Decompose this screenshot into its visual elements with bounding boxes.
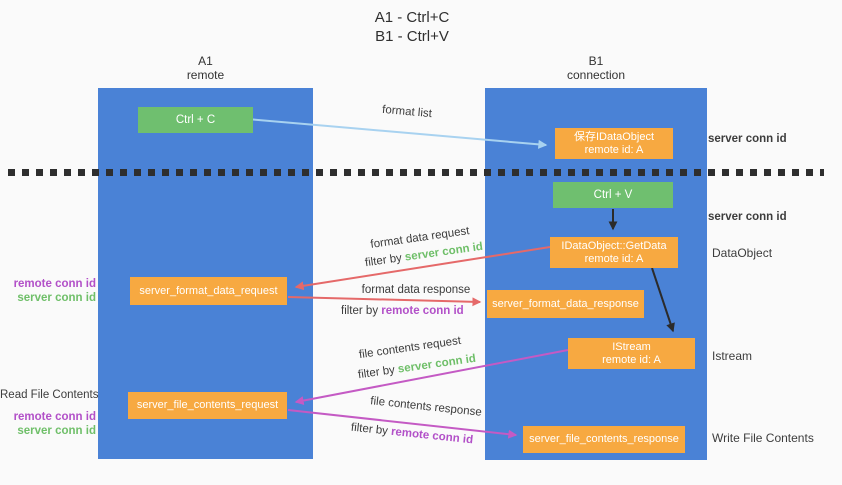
arrow-format-data-response [287, 296, 482, 307]
lane-header-b1: B1 connection [485, 54, 707, 82]
node-server-file-contents-request: server_file_contents_request [128, 392, 287, 419]
edge-label-format-data-response: format data response [361, 284, 471, 296]
left-conn-id-pair-1: remote conn id server conn id [0, 277, 96, 305]
left-label-server-conn-id-2: server conn id [17, 425, 96, 437]
node-save-idataobject: 保存IDataObject remote id: A [555, 128, 673, 159]
right-label-server-conn-id-mid: server conn id [708, 211, 787, 223]
filter-prefix: filter by [357, 363, 399, 382]
node-ctrl-c: Ctrl + C [138, 107, 253, 133]
node-server-format-data-request: server_format_data_request [130, 277, 287, 305]
left-conn-id-pair-2: remote conn id server conn id [0, 410, 96, 438]
right-label-dataobject: DataObject [712, 246, 773, 260]
node-file-response-label: server_file_contents_response [529, 433, 679, 445]
left-label-remote-conn-id-2: remote conn id [13, 411, 96, 423]
edge-label-format-list: format list [381, 103, 433, 121]
server-conn-id-text: server conn id [397, 352, 477, 376]
remote-conn-id-text: remote conn id [390, 425, 474, 447]
edge-label-filter-by-remote-1: filter by remote conn id [341, 305, 464, 317]
node-server-file-contents-response: server_file_contents_response [523, 426, 685, 453]
right-label-write-file-contents: Write File Contents [712, 431, 814, 445]
left-label-remote-conn-id-1: remote conn id [13, 278, 96, 290]
right-label-istream: Istream [712, 349, 753, 363]
lane-a1-role: remote [186, 68, 225, 82]
lane-b1-role: connection [566, 68, 626, 82]
title-line-1: A1 - Ctrl+C [374, 9, 450, 26]
node-istream-line1: IStream [612, 340, 651, 353]
session-divider-dotted-line [8, 169, 824, 176]
node-getdata-line2: remote id: A [584, 252, 644, 265]
filter-prefix: filter by [364, 251, 406, 270]
lane-b1-name: B1 [588, 54, 604, 68]
node-getdata-line1: IDataObject::GetData [561, 239, 667, 252]
filter-prefix: filter by [350, 421, 392, 438]
edge-label-filter-by-remote-2: filter by remote conn id [342, 421, 482, 448]
lane-header-a1: A1 remote [98, 54, 313, 82]
node-save-idataobject-line1: 保存IDataObject [573, 130, 655, 143]
diagram-title: A1 - Ctrl+C B1 - Ctrl+V [312, 8, 512, 46]
node-file-request-label: server_file_contents_request [136, 399, 279, 411]
node-istream: IStream remote id: A [568, 338, 695, 369]
lane-a1-name: A1 [198, 54, 213, 68]
node-format-request-label: server_format_data_request [139, 284, 278, 297]
left-label-read-file-contents: Read File Contents [0, 389, 99, 401]
left-label-server-conn-id-1: server conn id [17, 292, 96, 304]
node-format-response-label: server_format_data_response [492, 297, 639, 310]
edge-label-file-contents-response: file contents response [369, 395, 483, 419]
node-idataobject-getdata: IDataObject::GetData remote id: A [550, 237, 678, 268]
right-label-server-conn-id-top: server conn id [708, 133, 787, 145]
node-server-format-data-response: server_format_data_response [487, 290, 644, 318]
node-ctrl-v: Ctrl + V [553, 182, 673, 208]
node-istream-line2: remote id: A [602, 353, 661, 366]
node-save-idataobject-line2: remote id: A [584, 143, 644, 156]
node-ctrl-v-label: Ctrl + V [593, 188, 633, 201]
title-line-2: B1 - Ctrl+V [375, 28, 449, 45]
node-ctrl-c-label: Ctrl + C [175, 113, 216, 126]
filter-prefix: filter by [341, 305, 382, 317]
remote-conn-id-text: remote conn id [381, 305, 464, 317]
